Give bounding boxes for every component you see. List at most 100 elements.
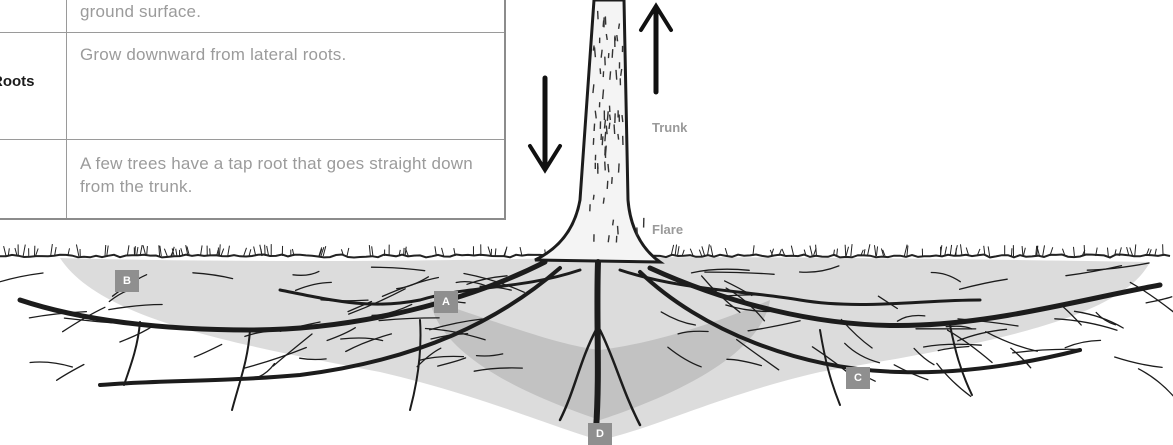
grass-blade (219, 244, 220, 256)
grass-blade (1073, 247, 1074, 256)
bark-dash (607, 181, 608, 189)
grass-blade (845, 245, 846, 256)
marker-a: A (434, 291, 458, 313)
grass-blade (1107, 248, 1108, 256)
bark-dash (618, 134, 619, 140)
bark-dash (603, 198, 604, 204)
arrow-down (530, 78, 560, 170)
bark-dash (616, 70, 617, 80)
bark-dash (618, 226, 619, 235)
grass-blade (1043, 245, 1045, 256)
root-twig (120, 326, 153, 342)
grass-blade (36, 249, 39, 256)
bark-dash (617, 35, 618, 41)
grass-blade (702, 246, 705, 256)
bark-dash (593, 195, 594, 200)
root-twig (259, 364, 275, 378)
marker-d: D (588, 423, 612, 445)
grass-blade (837, 249, 838, 256)
grass-blade (876, 246, 877, 256)
grass-blade (159, 245, 160, 256)
grass-blade (1023, 248, 1025, 256)
grass-blade (4, 246, 6, 256)
trunk-label: Trunk (652, 120, 687, 135)
grass-blade (791, 246, 793, 256)
bark-dash (605, 146, 606, 156)
root-twig (194, 344, 221, 357)
grass-blade (51, 244, 53, 256)
root-twig (30, 362, 72, 367)
grass-blade (221, 249, 224, 256)
bark-dash (603, 89, 604, 99)
marker-c: C (846, 367, 870, 389)
grass-blade (442, 248, 444, 256)
row-label: Roots (0, 73, 64, 90)
arrow-up (641, 6, 671, 92)
bark-dash (613, 220, 614, 226)
grass-blade (851, 244, 852, 256)
grass-blade (164, 249, 167, 256)
grass-blade (874, 245, 875, 256)
root-twig (1146, 297, 1172, 303)
grass-blade (105, 245, 106, 256)
grass-blade (76, 244, 78, 256)
grass-blade (160, 246, 161, 256)
root-twig (1139, 369, 1173, 400)
bark-dash (605, 162, 606, 171)
bark-dash (610, 114, 611, 120)
bark-dash (619, 163, 620, 172)
bark-dash (593, 45, 594, 50)
bark-dash (612, 49, 613, 58)
bark-dash (622, 115, 623, 122)
grass-blade (372, 246, 373, 256)
bark-dash (619, 24, 620, 29)
grass-blade (960, 244, 962, 256)
bark-dash (614, 124, 615, 134)
trunk (535, 0, 660, 262)
bark-dash (595, 111, 596, 119)
bark-dash (609, 123, 610, 129)
bark-dash (608, 235, 609, 242)
table-row: Roots Grow downward from lateral roots. (0, 32, 504, 139)
grass-blade (210, 248, 211, 256)
row-description: A few trees have a tap root that goes st… (80, 152, 490, 198)
flare-label: Flare (652, 222, 683, 237)
grass-blade (810, 246, 812, 256)
grass-blade (677, 246, 679, 256)
grass-blade (249, 249, 251, 256)
grass-blade (711, 245, 713, 256)
grass-blade (988, 246, 989, 256)
bark-dash (610, 71, 611, 80)
bark-dash (606, 34, 607, 40)
row-description: ground surface. (80, 0, 490, 23)
grass-blade (846, 247, 848, 256)
bark-dash (607, 111, 608, 120)
grass-blade (675, 245, 677, 256)
bark-dash (606, 126, 607, 135)
bark-dash (593, 84, 594, 93)
bark-dash (605, 132, 606, 141)
grass-blade (867, 244, 870, 256)
grass-blade (107, 246, 108, 256)
grass-blade (1135, 244, 1136, 256)
grass-blade (816, 245, 817, 256)
grass-blade (907, 246, 908, 256)
root-twig (1065, 340, 1100, 347)
bark-dash (595, 47, 596, 57)
root-twig (0, 273, 43, 287)
bark-dash (604, 120, 605, 129)
bark-dash (608, 164, 609, 172)
bark-dash (602, 136, 603, 145)
grass-blade (488, 247, 491, 256)
grass-blade (200, 245, 202, 256)
grass-blade (176, 249, 177, 256)
grass-blade (244, 248, 247, 256)
bark-dash (601, 50, 602, 58)
row-description: Grow downward from lateral roots. (80, 43, 490, 66)
root-twig (1115, 357, 1162, 367)
grass-blade (369, 245, 370, 256)
table-row: ground surface. (0, 0, 504, 32)
grass-blade (1084, 245, 1085, 256)
grass-blade (347, 248, 349, 256)
grass-blade (23, 245, 25, 256)
